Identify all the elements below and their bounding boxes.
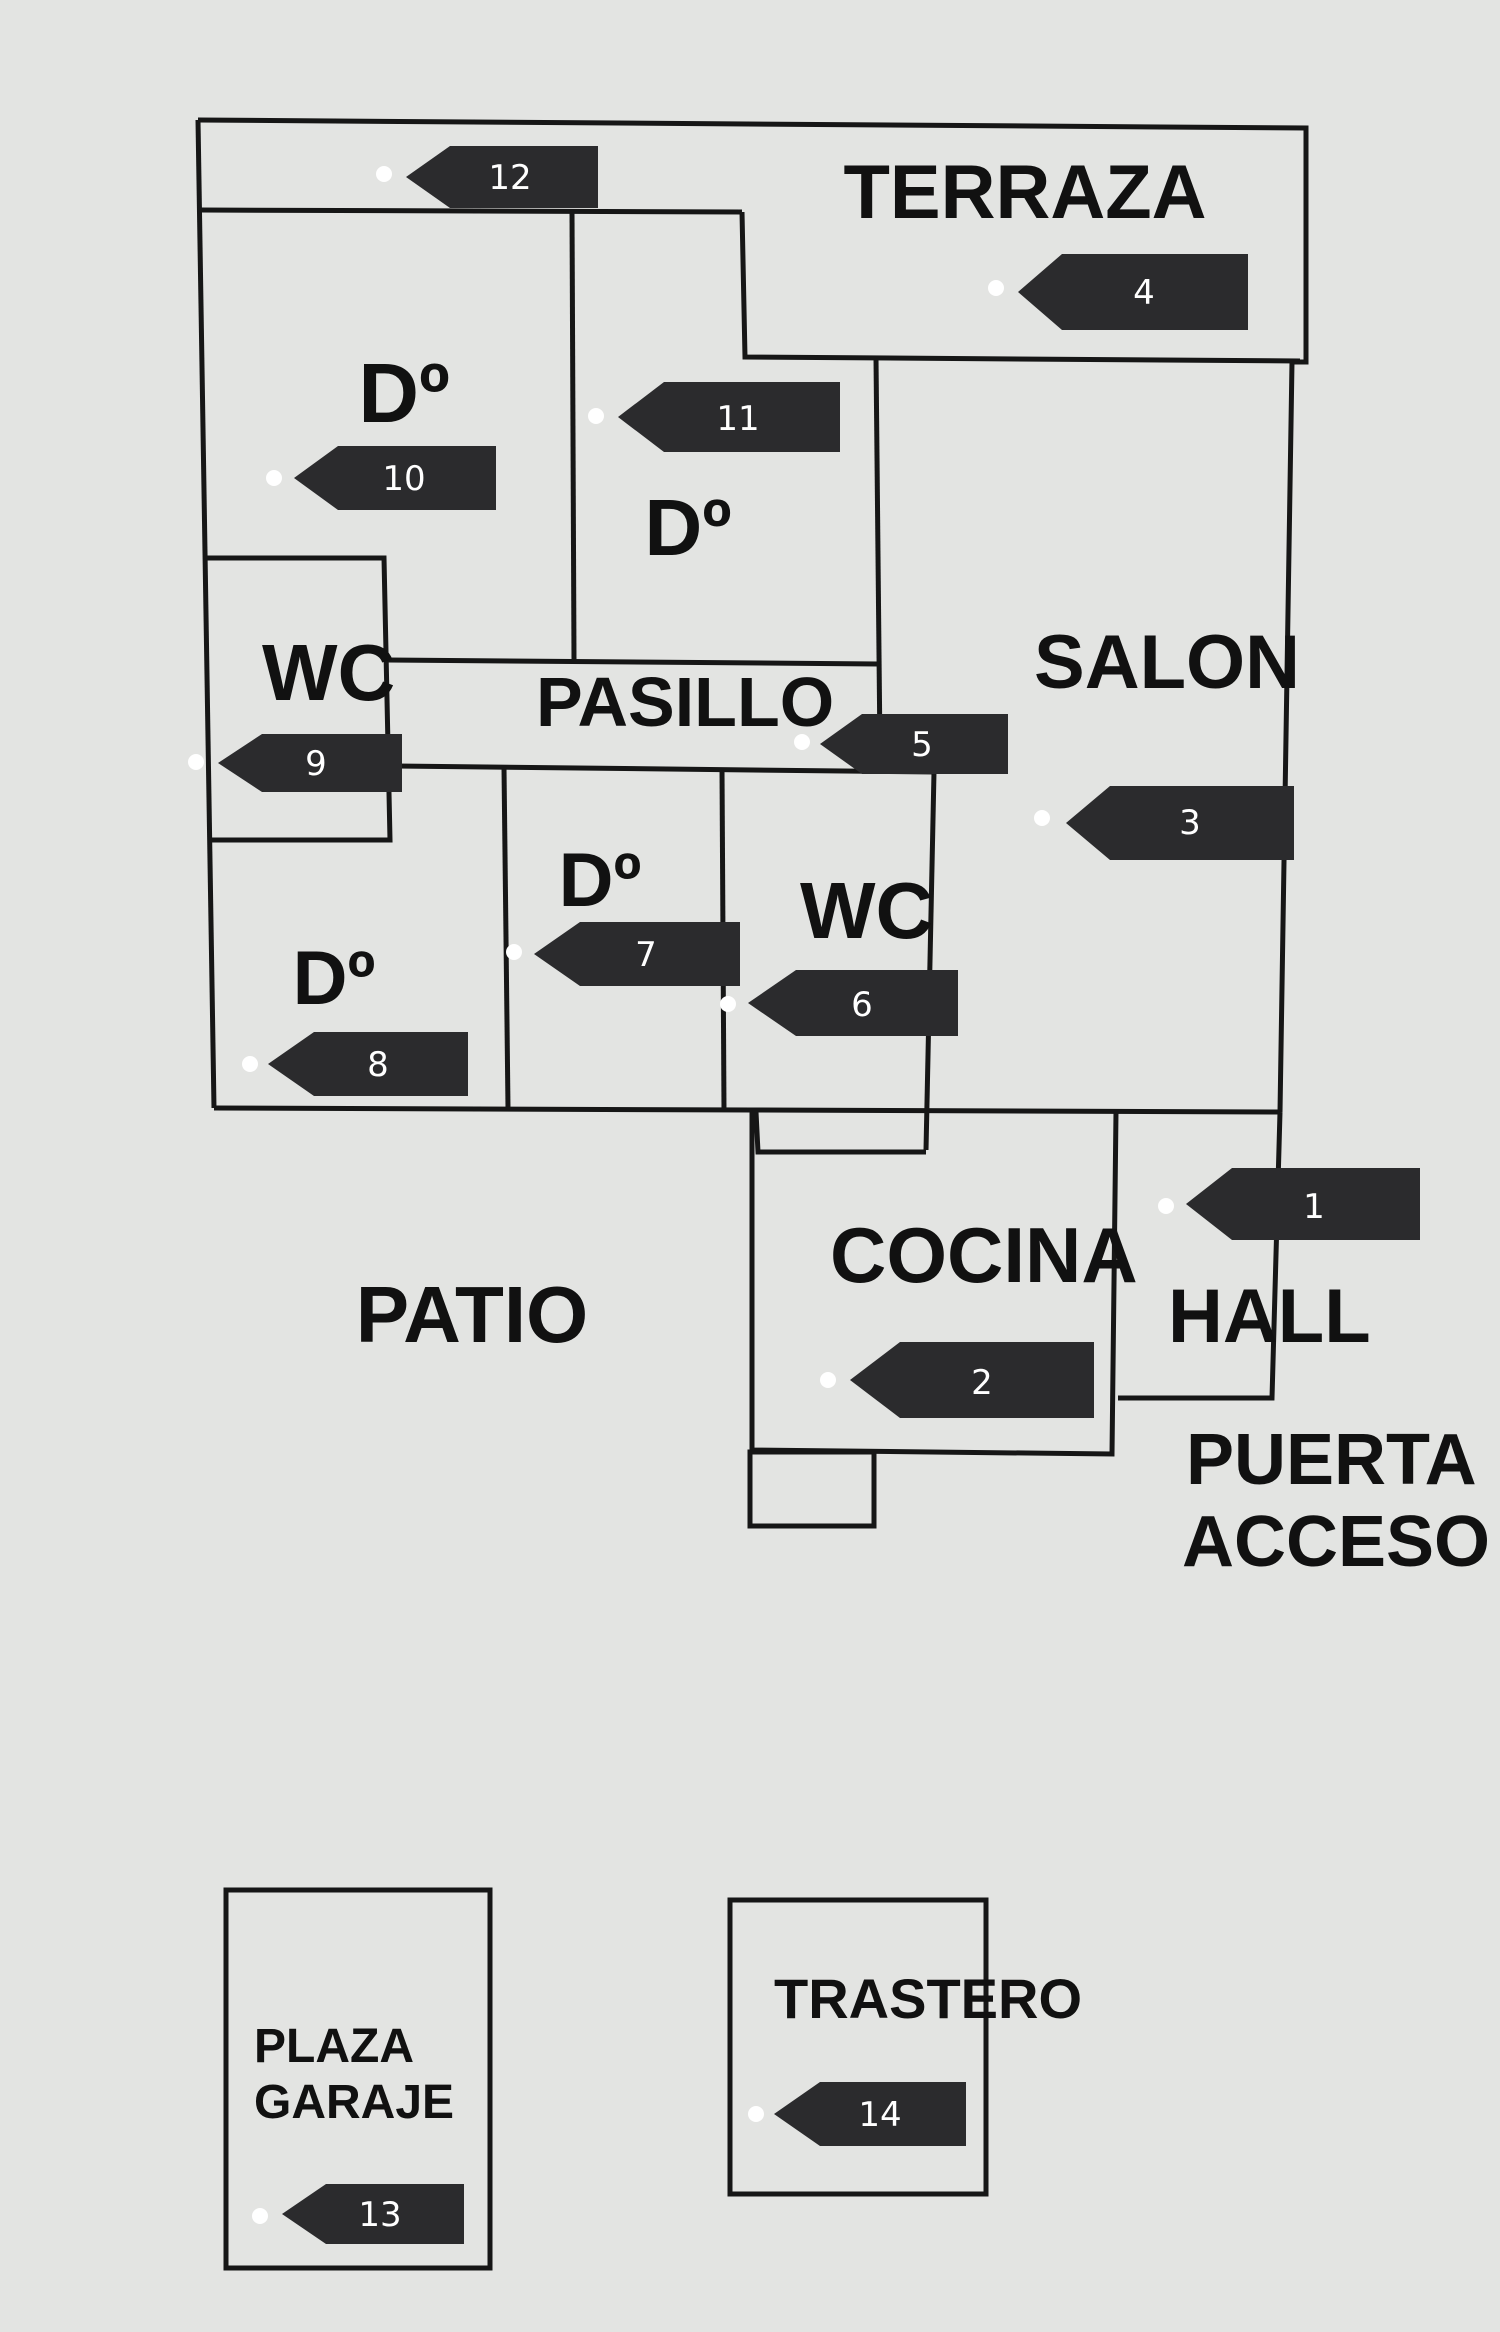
marker-6[interactable]: 6 — [720, 970, 958, 1036]
wall-cocina-shelf — [753, 1111, 926, 1155]
marker-4[interactable]: 4 — [988, 254, 1248, 330]
marker-8[interactable]: 8 — [242, 1032, 468, 1096]
marker-8-label: 8 — [367, 1045, 389, 1085]
marker-3[interactable]: 3 — [1034, 786, 1294, 860]
wall-pasillo-top — [387, 657, 879, 667]
wall-terraza-bottom — [739, 211, 1301, 364]
wall-d10-d11 — [569, 211, 577, 661]
marker-3-label: 3 — [1179, 803, 1201, 843]
marker-14-label: 14 — [858, 2095, 901, 2135]
marker-9-label: 9 — [305, 744, 327, 784]
marker-10[interactable]: 10 — [266, 446, 496, 510]
room-label-plaza-garaje-line2: GARAJE — [254, 2076, 454, 2129]
label-puerta-acceso-line1: PUERTA — [1186, 1420, 1477, 1500]
marker-12-label: 12 — [488, 158, 531, 198]
wall-pasillo-bottom — [395, 763, 937, 775]
wall-cocina — [749, 1111, 1119, 1457]
marker-13[interactable]: 13 — [252, 2184, 464, 2244]
marker-13-label: 13 — [358, 2195, 401, 2235]
marker-11[interactable]: 11 — [588, 382, 840, 452]
marker-11-label: 11 — [716, 399, 759, 439]
room-label-patio: PATIO — [356, 1270, 589, 1359]
room-label-salon: SALON — [1034, 620, 1300, 705]
wall-outer-left — [195, 119, 217, 1109]
room-label-cocina: COCINA — [830, 1211, 1138, 1299]
room-label-dormitorio-8: Dº — [293, 936, 376, 1021]
room-label-hall: HALL — [1168, 1274, 1371, 1359]
room-label-terraza: TERRAZA — [843, 150, 1206, 235]
marker-1-label: 1 — [1303, 1187, 1325, 1227]
marker-10-label: 10 — [382, 459, 425, 499]
marker-2-label: 2 — [971, 1363, 993, 1403]
marker-4-label: 4 — [1133, 273, 1155, 313]
wall-wc6-right — [923, 771, 937, 1151]
wall-d11-salon — [873, 357, 883, 753]
marker-5-label: 5 — [911, 725, 933, 765]
wall-d8-d7 — [501, 767, 511, 1109]
wall-trastero — [727, 1897, 989, 2197]
marker-7[interactable]: 7 — [506, 922, 740, 986]
wall-plaza-garaje — [223, 1887, 493, 2271]
room-labels: TERRAZA Dº Dº WC PASILLO SALON Dº Dº WC … — [254, 150, 1490, 2129]
room-label-dormitorio-10: Dº — [358, 346, 449, 440]
wall-wc9 — [204, 555, 393, 843]
room-label-dormitorio-11: Dº — [645, 483, 732, 572]
marker-14[interactable]: 14 — [748, 2082, 966, 2146]
wall-salon-bottom — [751, 1107, 1281, 1115]
marker-2[interactable]: 2 — [820, 1342, 1094, 1418]
marker-9[interactable]: 9 — [188, 734, 402, 792]
marker-1[interactable]: 1 — [1158, 1168, 1420, 1240]
marker-7-label: 7 — [635, 935, 657, 975]
wall-bottom-bedrooms — [213, 1105, 753, 1113]
room-label-dormitorio-7: Dº — [559, 838, 642, 923]
floor-plan-walls — [195, 117, 1309, 2271]
wall-cocina-annex — [747, 1449, 877, 1529]
wall-top-strip — [199, 207, 743, 215]
wall-outer-top — [197, 117, 1309, 1113]
room-label-plaza-garaje-line1: PLAZA — [254, 2020, 414, 2073]
room-label-wc-9: WC — [262, 628, 395, 717]
marker-6-label: 6 — [851, 985, 873, 1025]
room-label-trastero: TRASTERO — [774, 1967, 1082, 2030]
room-label-wc-6: WC — [800, 866, 933, 955]
room-label-pasillo: PASILLO — [536, 663, 834, 741]
marker-5[interactable]: 5 — [794, 714, 1008, 774]
marker-12[interactable]: 12 — [376, 146, 598, 208]
label-puerta-acceso-line2: ACCESO — [1182, 1502, 1490, 1582]
markers: 12 4 11 10 9 5 3 — [188, 146, 1420, 2244]
